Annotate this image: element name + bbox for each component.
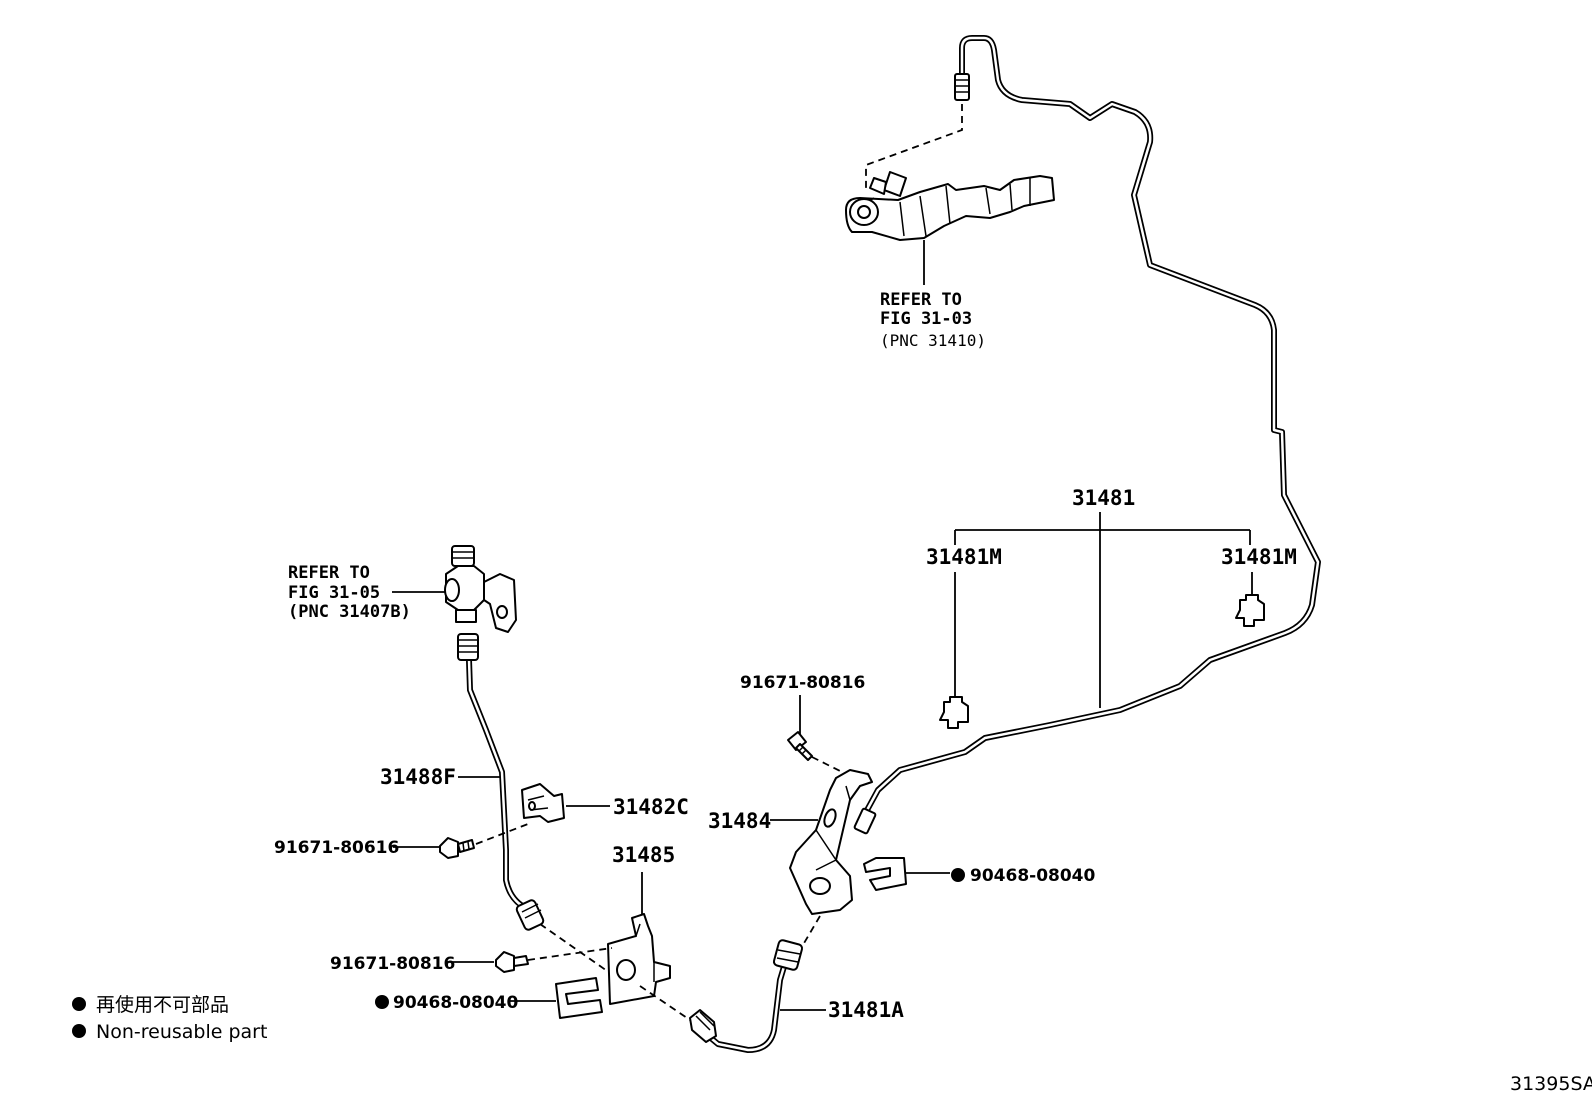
figure-code: 31395SA <box>1510 1073 1592 1095</box>
label-31481a: 31481A <box>828 998 904 1022</box>
release-cylinder-ref-line1: REFER TO <box>288 563 370 583</box>
label-31482c: 31482C <box>613 795 689 819</box>
tube-clamp-31481m-left <box>939 696 969 729</box>
tube-clamp-31481m-right <box>1235 594 1265 627</box>
master-cylinder-ref-line2: FIG 31-03 <box>880 309 972 329</box>
release-cylinder-ref-pnc: (PNC 31407B) <box>288 602 411 622</box>
bracket-31485 <box>607 913 671 1005</box>
clip-90468-08040-right <box>863 857 907 891</box>
leader-31481 <box>954 512 1251 708</box>
clip-90468-08040-bottom <box>555 977 603 1019</box>
legend-japanese: 再使用不可部品 <box>96 994 229 1016</box>
clutch-tube-31481 <box>853 35 1321 835</box>
label-31481m-right: 31481M <box>1221 545 1297 569</box>
legend: 再使用不可部品 Non-reusable part <box>72 994 267 1043</box>
bolt-91671-80816-bottom <box>495 951 529 973</box>
label-31485: 31485 <box>612 843 675 867</box>
release-cylinder-ref-line2: FIG 31-05 <box>288 583 380 603</box>
non-reusable-marker-bottom <box>375 995 389 1009</box>
label-91671-80616: 91671-80616 <box>274 838 399 858</box>
label-31481: 31481 <box>1072 486 1135 510</box>
bracket-31484 <box>789 769 873 915</box>
label-90468-08040-bottom: 90468-08040 <box>393 993 519 1013</box>
legend-english: Non-reusable part <box>96 1021 267 1043</box>
label-31484: 31484 <box>708 809 771 833</box>
legend-marker-japanese <box>72 997 86 1011</box>
non-reusable-marker-right <box>951 868 965 882</box>
clutch-hose-31481a <box>689 939 804 1053</box>
label-91671-80816-bottom: 91671-80816 <box>330 954 455 974</box>
master-cylinder-ref-line1: REFER TO <box>880 290 962 310</box>
label-90468-08040-right: 90468-08040 <box>970 866 1096 886</box>
master-cylinder-ref-pnc: (PNC 31410) <box>880 331 986 350</box>
label-31488f: 31488F <box>380 765 456 789</box>
clutch-master-cylinder <box>845 104 1055 285</box>
label-91671-80816-top: 91671-80816 <box>740 673 865 693</box>
label-31481m-left: 31481M <box>926 545 1002 569</box>
legend-marker-english <box>72 1024 86 1038</box>
bracket-31482c <box>521 783 565 823</box>
clutch-release-cylinder-fitting <box>444 545 517 633</box>
clutch-tube-31488f <box>457 633 545 931</box>
bolt-91671-80816-top <box>787 731 813 761</box>
bolt-91671-80616 <box>439 837 475 859</box>
